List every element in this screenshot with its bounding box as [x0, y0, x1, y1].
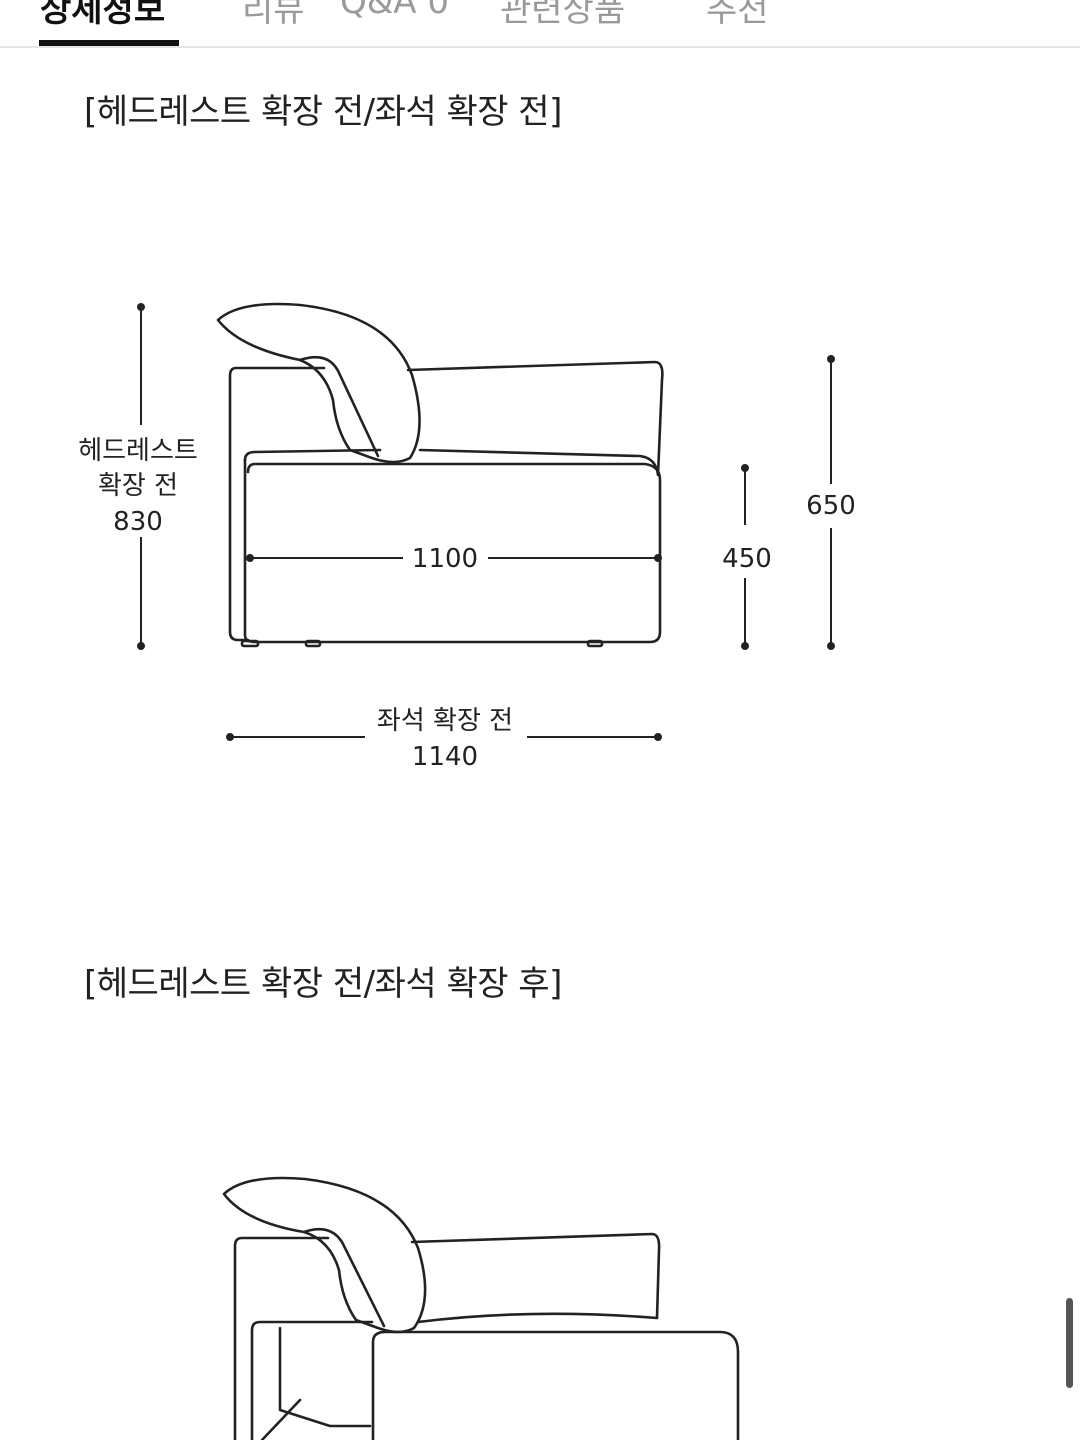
label-headrest-before: 확장 전 — [98, 471, 178, 501]
scrollbar-thumb[interactable] — [1066, 1298, 1073, 1388]
tab-detail[interactable]: 상세정보 — [40, 0, 166, 30]
dimension-lines-1 — [137, 303, 835, 741]
section-title-1: [헤드레스트 확장 전/좌석 확장 전] — [84, 92, 562, 132]
section-title-2: [헤드레스트 확장 전/좌석 확장 후] — [84, 964, 562, 1004]
label-width-1140: 1140 — [412, 742, 478, 772]
active-tab-indicator — [39, 40, 179, 46]
tab-recommend[interactable]: 추천 — [706, 0, 769, 30]
label-height-830: 830 — [113, 507, 163, 537]
label-width-1100: 1100 — [412, 544, 478, 574]
label-height-650: 650 — [806, 491, 856, 521]
sofa-dimension-diagram-2 — [222, 1176, 740, 1440]
sofa-dimension-diagram-1: 헤드레스트 확장 전 830 1100 450 650 좌석 확장 전 1140 — [78, 302, 856, 772]
tab-review[interactable]: 리뷰 — [242, 0, 305, 30]
tab-related[interactable]: 관련상품 — [500, 0, 626, 30]
label-headrest: 헤드레스트 — [78, 436, 198, 466]
label-seat-before: 좌석 확장 전 — [377, 706, 513, 736]
sofa-drawing-2 — [222, 1176, 740, 1440]
sofa-drawing-1 — [216, 302, 664, 648]
tab-bar: 상세정보 리뷰 Q&A 0 관련상품 추천 — [0, 0, 1080, 48]
tab-qna[interactable]: Q&A 0 — [340, 0, 449, 22]
label-seat-height-450: 450 — [722, 544, 772, 574]
